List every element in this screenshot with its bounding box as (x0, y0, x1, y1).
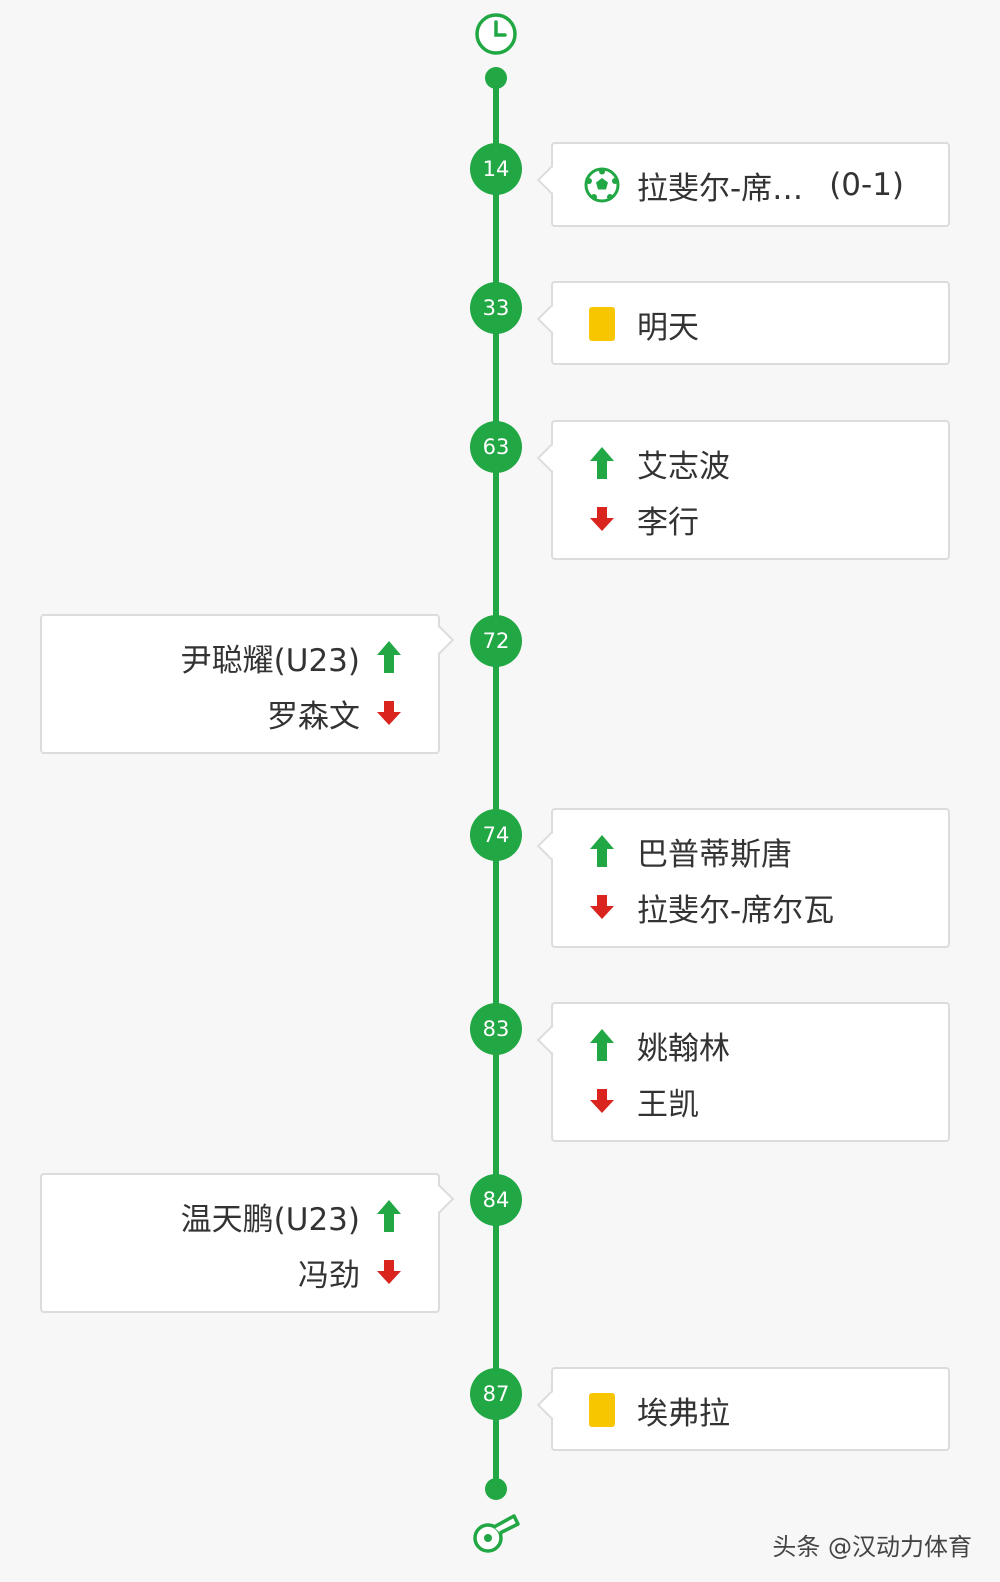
minute-marker: 72 (470, 615, 522, 667)
timeline-line (493, 78, 499, 1490)
player-out: 拉斐尔-席尔瓦 (637, 892, 835, 929)
whistle-icon (470, 1506, 522, 1562)
soccer-ball-icon (583, 166, 621, 204)
sub-out-row: 拉斐尔-席尔瓦 (553, 879, 948, 935)
minute-marker: 74 (470, 809, 522, 861)
arrow-up-icon (370, 1197, 408, 1235)
event-card-yellow: 明天 (551, 281, 950, 365)
player-in: 艾志波 (637, 448, 730, 485)
arrow-up-icon (583, 832, 621, 870)
minute-marker: 87 (470, 1368, 522, 1420)
player-in: 姚翰林 (637, 1030, 730, 1067)
sub-in-row: 姚翰林 (553, 1017, 948, 1073)
event-card-substitution: 温天鹏(U23) 冯劲 (40, 1173, 440, 1313)
clock-icon (473, 11, 519, 61)
sub-in-row: 温天鹏(U23) (42, 1188, 438, 1244)
minute-marker: 63 (470, 421, 522, 473)
event-card-goal: 拉斐尔-席… (0-1) (551, 142, 950, 227)
yellow-card-icon (583, 1391, 621, 1429)
sub-in-row: 尹聪耀(U23) (42, 629, 438, 685)
event-card-substitution: 艾志波 李行 (551, 420, 950, 560)
event-row: 埃弗拉 (553, 1382, 948, 1438)
player-out: 王凯 (637, 1086, 699, 1123)
yellow-card-icon (583, 305, 621, 343)
watermark: 头条 @汉动力体育 (772, 1533, 972, 1561)
arrow-up-icon (583, 444, 621, 482)
minute-marker: 33 (470, 282, 522, 334)
minute-marker: 83 (470, 1003, 522, 1055)
event-card-substitution: 姚翰林 王凯 (551, 1002, 950, 1142)
arrow-up-icon (583, 1026, 621, 1064)
arrow-down-icon (370, 1253, 408, 1291)
arrow-down-icon (583, 1082, 621, 1120)
arrow-down-icon (583, 500, 621, 538)
player-out: 罗森文 (267, 698, 360, 735)
player-out: 李行 (637, 504, 699, 541)
player-in: 温天鹏(U23) (180, 1201, 360, 1238)
sub-out-row: 罗森文 (42, 685, 438, 741)
event-card-yellow: 埃弗拉 (551, 1367, 950, 1451)
arrow-down-icon (370, 694, 408, 732)
event-row: 拉斐尔-席… (0-1) (553, 157, 948, 213)
minute-marker: 14 (470, 143, 522, 195)
event-card-substitution: 尹聪耀(U23) 罗森文 (40, 614, 440, 754)
event-row: 明天 (553, 296, 948, 352)
player-out: 冯劲 (298, 1257, 360, 1294)
event-card-substitution: 巴普蒂斯唐 拉斐尔-席尔瓦 (551, 808, 950, 948)
sub-out-row: 冯劲 (42, 1244, 438, 1300)
timeline-end-dot (485, 1478, 507, 1500)
timeline-start-dot (485, 67, 507, 89)
sub-in-row: 艾志波 (553, 435, 948, 491)
minute-marker: 84 (470, 1174, 522, 1226)
sub-out-row: 李行 (553, 491, 948, 547)
sub-out-row: 王凯 (553, 1073, 948, 1129)
arrow-down-icon (583, 888, 621, 926)
goal-scorer: 拉斐尔-席… (637, 170, 804, 207)
player-in: 巴普蒂斯唐 (637, 836, 792, 873)
booked-player: 埃弗拉 (637, 1395, 730, 1432)
booked-player: 明天 (637, 309, 699, 346)
sub-in-row: 巴普蒂斯唐 (553, 823, 948, 879)
arrow-up-icon (370, 638, 408, 676)
goal-score: (0-1) (829, 167, 905, 203)
player-in: 尹聪耀(U23) (180, 642, 360, 679)
